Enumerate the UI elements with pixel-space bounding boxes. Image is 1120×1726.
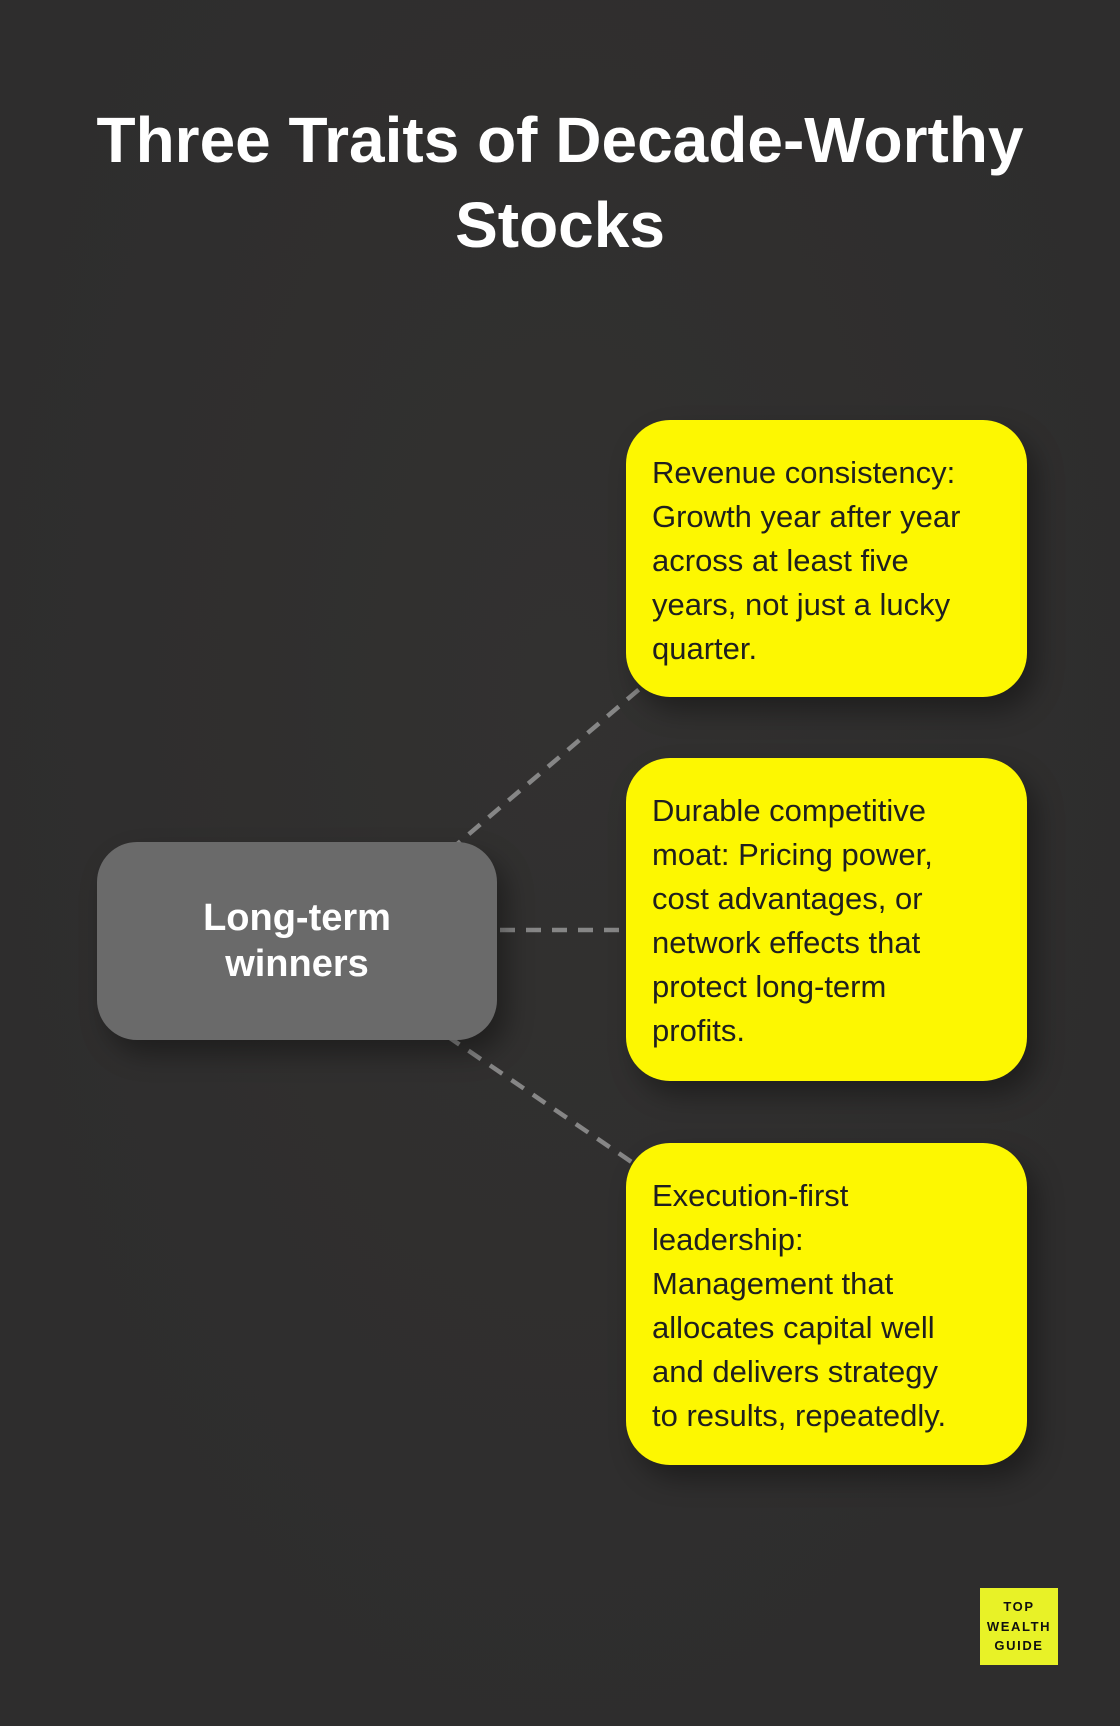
connector-top-branch bbox=[447, 684, 645, 853]
connector-bottom-branch bbox=[445, 1034, 635, 1165]
root-node-label: Long-term winners bbox=[203, 896, 391, 985]
branch-card-text: Durable competitive moat: Pricing power,… bbox=[652, 793, 933, 1049]
branch-card-execution-leadership: Execution-first leadership: Management t… bbox=[626, 1143, 1027, 1465]
branch-card-text: Execution-first leadership: Management t… bbox=[652, 1178, 947, 1434]
branch-card-revenue-consistency: Revenue consistency: Growth year after y… bbox=[626, 420, 1027, 697]
page-title: Three Traits of Decade-Worthy Stocks bbox=[96, 104, 1024, 262]
brand-badge-text: TOP WEALTH GUIDE bbox=[986, 1599, 1052, 1654]
root-node-long-term-winners: Long-term winners bbox=[97, 842, 497, 1040]
branch-card-text: Revenue consistency: Growth year after y… bbox=[652, 455, 961, 667]
brand-badge-top-wealth-guide: TOP WEALTH GUIDE bbox=[980, 1588, 1058, 1665]
branch-card-durable-moat: Durable competitive moat: Pricing power,… bbox=[626, 758, 1027, 1081]
